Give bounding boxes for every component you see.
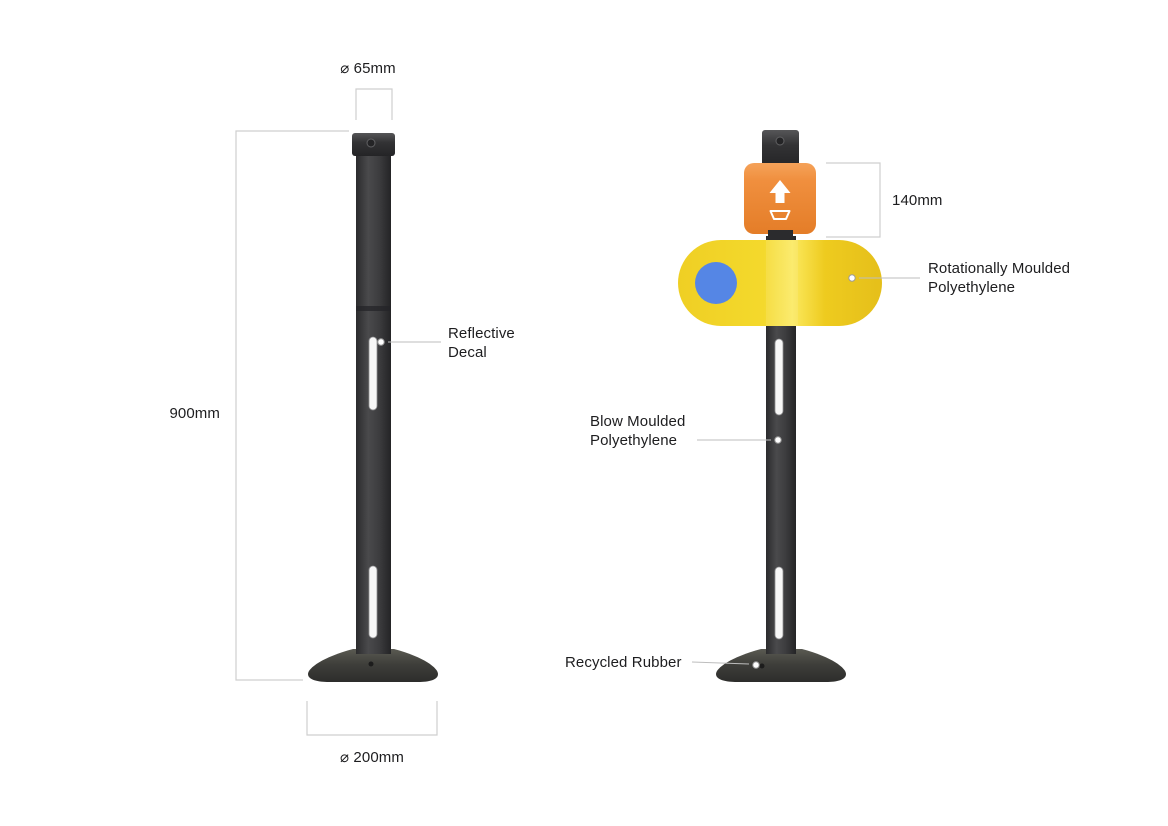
leader-dot [377, 338, 385, 346]
dimension-label-head-height: 140mm [892, 192, 943, 209]
left-base-bolt [368, 661, 374, 667]
yellow-sign [678, 240, 882, 326]
right-leader-base-material [691, 661, 760, 669]
dim-head-height-bracket [826, 162, 881, 238]
left-leader-reflective-decal [377, 338, 441, 346]
leader-dot [774, 436, 782, 444]
right-leader-post-material [697, 436, 782, 444]
left-bollard-illustration [308, 133, 438, 682]
left-reflective-strip-bottom [368, 565, 378, 639]
right-base [716, 649, 846, 682]
dimension-label-top-diameter: ⌀ 65mm [340, 60, 396, 77]
left-dimension-lines [235, 88, 438, 736]
leader-dot [848, 274, 856, 282]
dim-height-line [235, 130, 349, 681]
right-reflective-strip-bottom [774, 566, 784, 640]
right-cap-bolt [775, 136, 785, 146]
callout-label-post-material: Blow Moulded Polyethylene [590, 413, 686, 450]
callout-label-reflective-decal: Reflective Decal [448, 325, 515, 362]
dock-icon [769, 210, 791, 220]
callout-label-base-material: Recycled Rubber [565, 654, 682, 671]
sign-blue-dot [695, 262, 737, 304]
left-reflective-strip-top [368, 336, 378, 411]
dimension-label-base-diameter: ⌀ 200mm [340, 749, 404, 766]
right-reflective-strip-top [774, 338, 784, 416]
right-leader-sign-material [848, 274, 920, 282]
dimension-label-height: 900mm [169, 405, 220, 422]
callout-label-sign-material: Rotationally Moulded Polyethylene [928, 260, 1071, 297]
dim-base-diameter-bracket [306, 701, 438, 736]
leader-dot [752, 661, 760, 669]
right-bollard-illustration [678, 130, 882, 682]
right-base-bolt [759, 663, 765, 669]
right-dimension-lines [826, 162, 881, 238]
arrow-up-icon [769, 180, 791, 203]
left-cap-bolt [366, 138, 376, 148]
yellow-sign-fold-highlight [766, 240, 798, 326]
right-cap [762, 130, 799, 167]
dim-top-diameter-bracket [355, 88, 393, 120]
left-post-seam [356, 306, 391, 311]
